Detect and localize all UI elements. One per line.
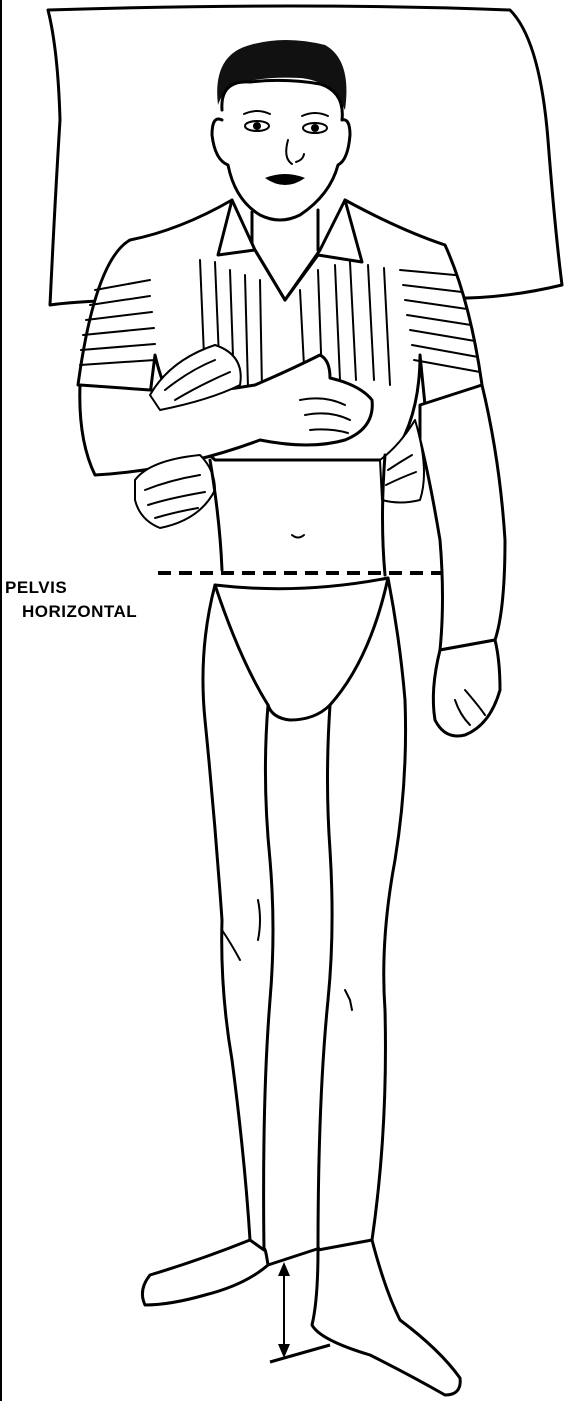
pelvis-label: PELVIS <box>5 577 67 598</box>
horizontal-label: HORIZONTAL <box>22 601 137 622</box>
feet <box>142 1240 460 1395</box>
abdomen <box>210 455 385 575</box>
underwear <box>215 578 388 720</box>
